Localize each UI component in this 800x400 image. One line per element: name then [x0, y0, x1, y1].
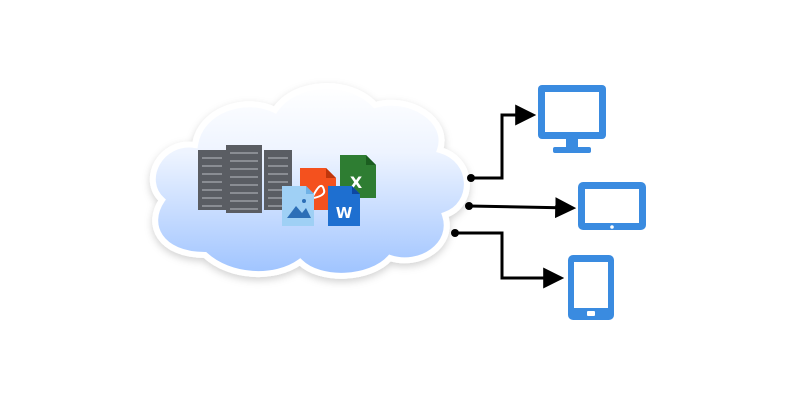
document-group: X W: [282, 155, 376, 226]
server-rack-icon: [198, 150, 226, 210]
svg-text:W: W: [336, 204, 353, 222]
tablet-icon: [568, 255, 614, 320]
word-file-icon: W: [328, 186, 360, 226]
desktop-monitor-icon: [538, 85, 606, 153]
connector-to-laptop: [465, 197, 577, 219]
devices: [538, 85, 646, 320]
connector-to-desktop: [467, 104, 537, 182]
image-file-icon: [282, 186, 314, 226]
server-rack-icon: [226, 145, 262, 213]
laptop-screen-icon: [578, 182, 646, 230]
connector-to-tablet: [451, 229, 565, 289]
connectors: [451, 104, 577, 289]
server-group: [198, 145, 292, 213]
